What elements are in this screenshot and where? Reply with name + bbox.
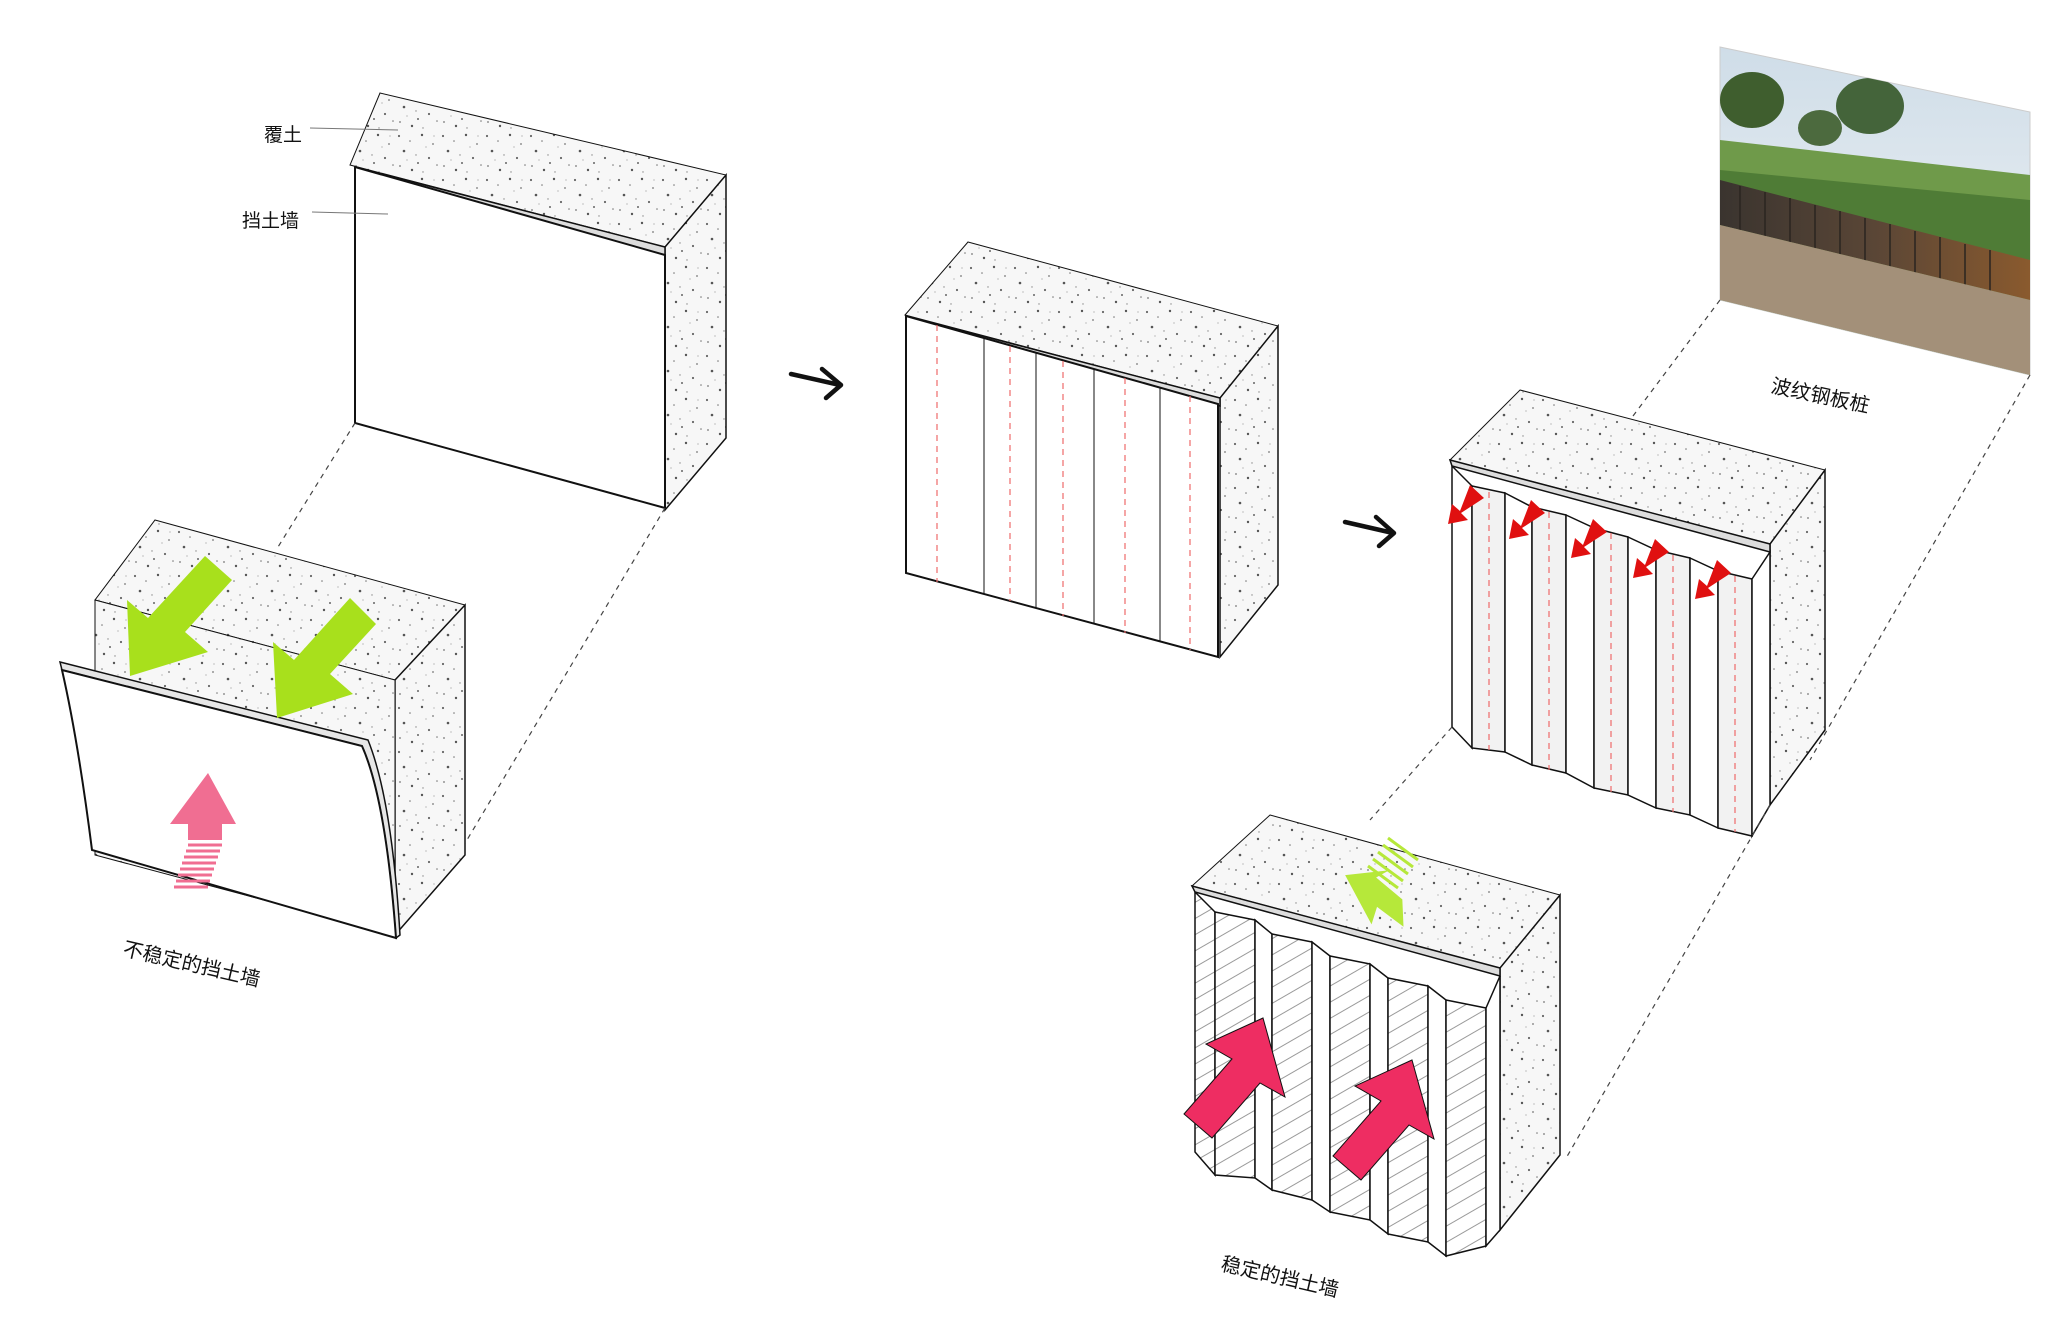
projection-lines-1 [277, 422, 666, 856]
block-plain-wall: 覆土 挡土墙 [242, 92, 727, 513]
green-arrow-icon [1345, 836, 1419, 927]
block-unstable-wall: 不稳定的挡土墙 [58, 519, 466, 991]
label-corrugated-sheet-pile: 波纹钢板桩 [1769, 373, 1872, 417]
block-corrugated-wall [1448, 389, 1826, 839]
label-retaining-wall: 挡土墙 [242, 210, 299, 232]
wall-dashed-divisions [1488, 492, 1736, 832]
black-arrow-icon [1342, 514, 1397, 549]
projection-lines-2 [1629, 299, 2031, 761]
wall-divisions [983, 338, 1161, 642]
label-overburden: 覆土 [264, 124, 302, 146]
soil-side [664, 172, 727, 513]
soil-side [1219, 323, 1279, 660]
green-arrow-icon [273, 598, 376, 718]
bent-wall-face [60, 668, 398, 940]
label-unstable-wall: 不稳定的挡土墙 [121, 936, 263, 991]
leader-overburden [309, 127, 399, 131]
red-arrow-icon [1633, 539, 1669, 578]
block-segmented-wall [904, 241, 1279, 660]
pink-arrow-icon [1183, 1017, 1286, 1139]
red-arrow-icon [1448, 485, 1484, 524]
label-stable-wall: 稳定的挡土墙 [1219, 1251, 1341, 1301]
red-arrow-icon [1695, 560, 1731, 599]
photo-sheet-pile: 波纹钢板桩 [1719, 46, 2031, 418]
pink-arrow-icon [1332, 1059, 1435, 1181]
wall-dashed-divisions [936, 325, 1191, 650]
leader-retaining-wall [311, 211, 389, 215]
pink-arrow-icon [170, 773, 236, 889]
red-arrow-icon [1509, 500, 1545, 539]
black-arrow-icon [788, 366, 844, 401]
red-arrow-icon [1571, 519, 1607, 558]
projection-lines-3 [1369, 726, 1771, 1161]
green-arrow-icon [127, 556, 232, 676]
corrugated-faces [1451, 464, 1771, 839]
block-stable-wall: 稳定的挡土墙 [1183, 814, 1561, 1302]
